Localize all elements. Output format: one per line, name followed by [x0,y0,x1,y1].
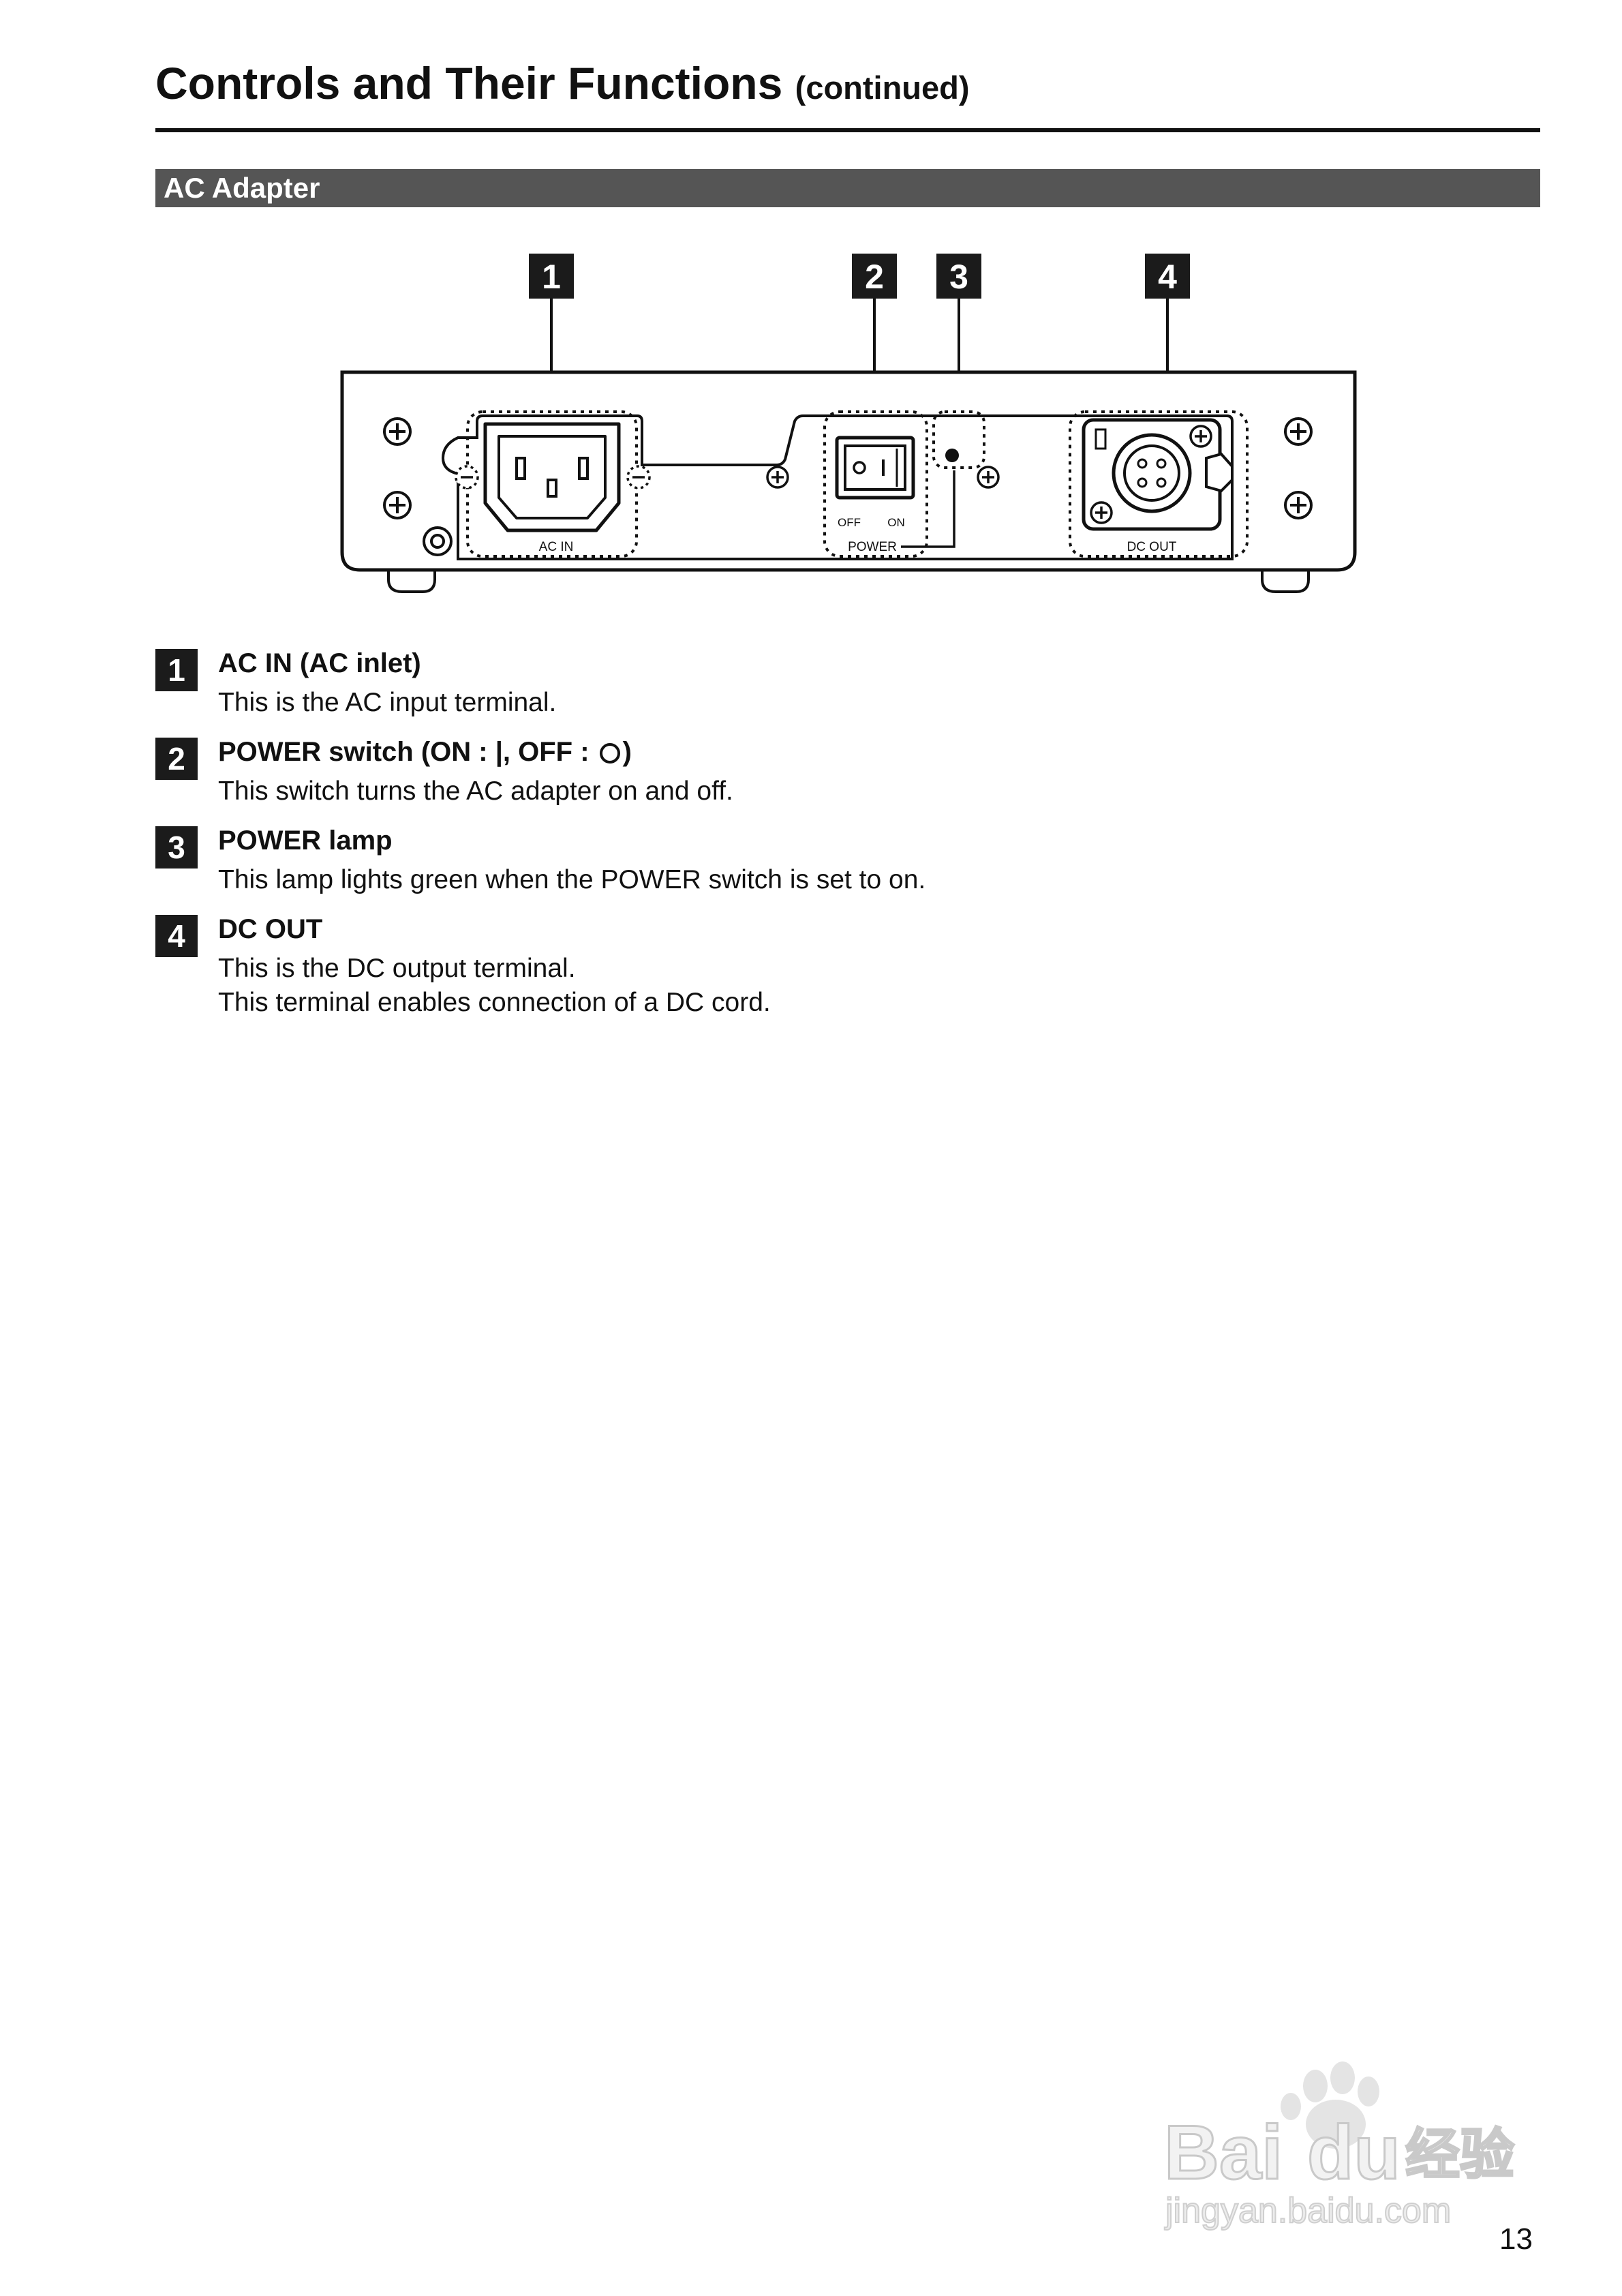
svg-text:2: 2 [865,258,884,296]
title-rule [155,128,1540,132]
ground-terminal-icon [423,526,453,556]
watermark-brand-text: Bai [1164,2110,1283,2195]
item-description: This lamp lights green when the POWER sw… [218,863,925,897]
callout-4: 4 [1145,254,1190,299]
chassis-screw-icon [383,491,412,519]
watermark-chinese-text: 经验 [1405,2124,1514,2185]
item-title: POWER lamp [218,826,393,856]
watermark-url: jingyan.baidu.com [1164,2191,1451,2231]
svg-text:OFF: OFF [838,516,861,529]
ac-adapter-rear-panel-diagram: 1 2 3 4 [340,254,1357,593]
item-description-line: This terminal enables connection of a DC… [218,988,771,1017]
item-title-suffix: ) [622,737,632,767]
svg-text:ON: ON [887,516,905,529]
item-description-line: This is the DC output terminal. [218,954,576,983]
item-title: AC IN (AC inlet) [218,648,421,678]
item-title: POWER switch (ON : |, OFF : ) [218,735,632,769]
svg-text:1: 1 [542,258,561,296]
svg-text:AC IN: AC IN [539,540,574,554]
rubber-feet [387,567,1310,593]
item-description-line: This is the AC input terminal. [218,688,557,717]
rear-plate [441,414,1234,560]
dc-out-terminal: DC OUT [1069,410,1249,558]
chassis-screw-icon [1284,417,1313,446]
item-title: DC OUT [218,914,323,944]
chassis-screw-icon [1284,491,1313,519]
callout-1: 1 [529,254,574,299]
item-number-badge: 2 [155,738,198,780]
item-description: This is the DC output terminal. This ter… [218,952,771,1020]
on-symbol: | [495,737,503,767]
item-number-badge: 1 [155,649,198,691]
paw-logo-icon [1281,2061,1379,2149]
item-description-line: This lamp lights green when the POWER sw… [218,865,926,894]
item-description: This switch turns the AC adapter on and … [218,774,733,809]
power-switch: OFF ON POWER [823,410,955,558]
page-title-continued: (continued) [795,70,970,106]
item-title-middle: , OFF : [502,737,597,767]
watermark-brand-text-2: du [1307,2110,1401,2195]
off-symbol-icon [599,743,620,764]
svg-text:DC OUT: DC OUT [1127,540,1177,554]
svg-text:4: 4 [1158,258,1177,296]
item-number-badge: 4 [155,915,198,957]
callout-2: 2 [852,254,897,299]
page-title: Controls and Their Functions (continued) [155,56,970,115]
section-heading: AC Adapter [164,172,320,204]
page-title-main: Controls and Their Functions [155,58,783,108]
item-title-prefix: POWER switch (ON : [218,737,495,767]
item-number-badge: 3 [155,826,198,868]
ac-in-inlet: AC IN [455,410,651,558]
panel-screw-icon [766,466,789,489]
panel-screw-icon [977,466,1000,489]
item-description-line: This switch turns the AC adapter on and … [218,776,733,806]
chassis-screw-icon [383,417,412,446]
svg-text:POWER: POWER [848,540,897,554]
section-heading-bar: AC Adapter [155,169,1540,207]
baidu-jingyan-watermark: Bai du 经验 jingyan.baidu.com [1163,2061,1516,2231]
page-number: 13 [1499,2222,1533,2256]
svg-text:3: 3 [949,258,968,296]
power-lamp [932,410,985,469]
item-description: This is the AC input terminal. [218,686,556,720]
callout-3: 3 [936,254,981,299]
